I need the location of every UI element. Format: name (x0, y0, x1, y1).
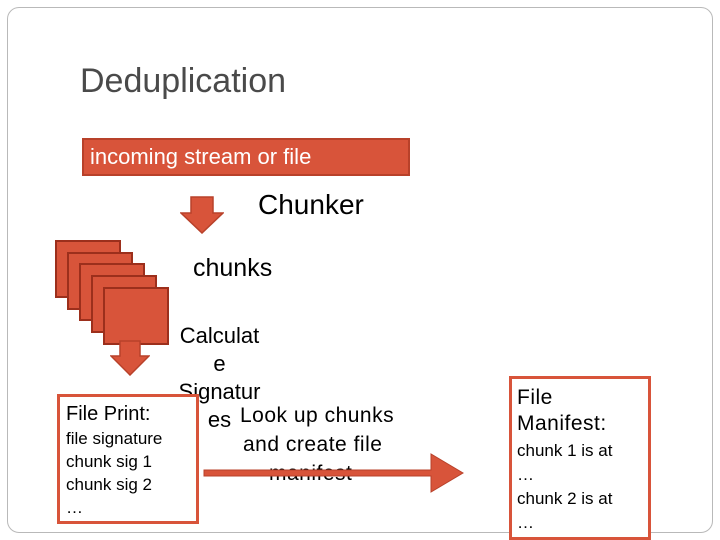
right-arrow-icon (203, 453, 464, 493)
file-manifest-line: chunk 2 is at (517, 489, 613, 508)
file-print-box: File Print: file signature chunk sig 1 c… (57, 394, 199, 524)
down-arrow-icon (180, 196, 224, 234)
file-print-title: File Print: (66, 403, 151, 425)
file-print-line: chunk sig 1 (66, 452, 152, 471)
down-arrow-icon (110, 340, 150, 376)
lookup-line: and create file (243, 433, 383, 456)
file-manifest-line: chunk 1 is at (517, 441, 613, 460)
file-manifest-title: Manifest: (517, 412, 607, 435)
calc-line: e (213, 351, 226, 376)
slide-title: Deduplication (80, 62, 287, 100)
file-manifest-box: File Manifest: chunk 1 is at … chunk 2 i… (509, 376, 651, 540)
file-print-line: … (66, 498, 83, 517)
lookup-line: Look up chunks (240, 404, 395, 427)
incoming-stream-label: incoming stream or file (90, 144, 312, 169)
chunker-label: Chunker (258, 189, 364, 220)
file-print-line: chunk sig 2 (66, 475, 152, 494)
file-manifest-line: … (517, 513, 534, 532)
calculate-signatures-label: Calculat e Signatur es (172, 322, 267, 434)
file-manifest-title: File (517, 386, 553, 409)
chunk-card (103, 287, 169, 345)
file-print-line: file signature (66, 429, 163, 448)
chunks-label: chunks (193, 254, 273, 282)
calc-line: Calculat (179, 323, 260, 348)
incoming-stream-bar: incoming stream or file (82, 138, 410, 176)
file-manifest-line: … (517, 465, 534, 484)
calc-line: es (207, 407, 232, 432)
